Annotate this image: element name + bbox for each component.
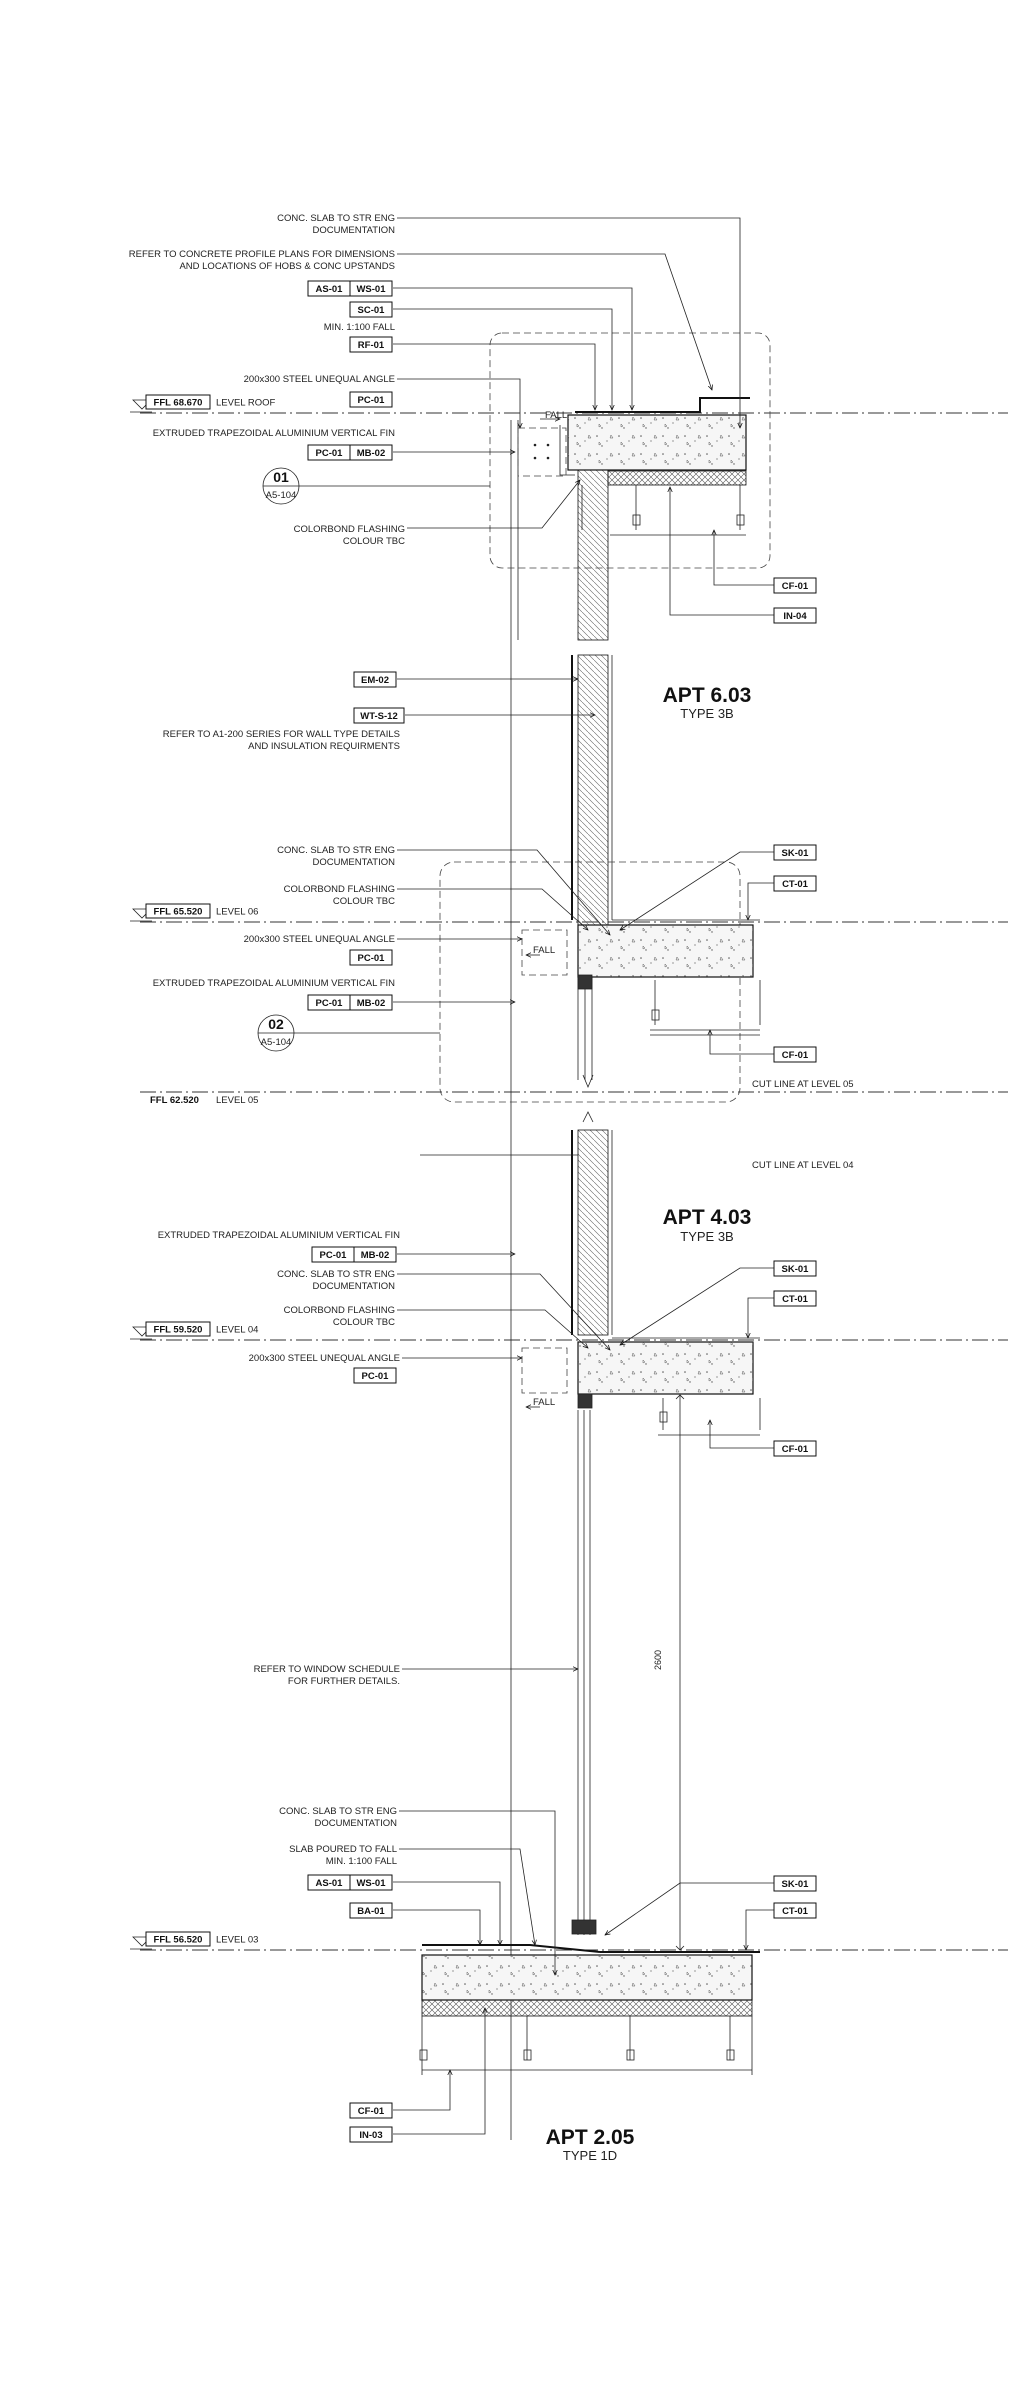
note-colorbond-04: COLORBOND FLASHING	[284, 1305, 395, 1316]
level-04-ffl: FFL 59.520	[154, 1325, 203, 1336]
apt-603-title: APT 6.03	[663, 684, 752, 707]
cut-line-05: CUT LINE AT LEVEL 05	[752, 1079, 854, 1090]
level-04-annotations: CUT LINE AT LEVEL 04 APT 4.03 TYPE 3B EX…	[158, 1154, 854, 1951]
tag-mb02-06: MB-02	[357, 998, 386, 1009]
roof-annotations: CONC. SLAB TO STR ENG DOCUMENTATION REFE…	[129, 213, 817, 624]
tag-ba01: BA-01	[357, 1906, 385, 1917]
note-steel-angle-06: 200x300 STEEL UNEQUAL ANGLE	[244, 934, 395, 945]
note-colorbond-04-2: COLOUR TBC	[333, 1317, 395, 1328]
dim-2600: 2600	[653, 1650, 663, 1670]
facade-geometry	[510, 420, 613, 2140]
tag-ct01-04: CT-01	[782, 1294, 809, 1305]
fall-label-04: FALL	[533, 1397, 555, 1408]
tag-ct01-06: CT-01	[782, 879, 809, 890]
level-06-marker: FFL 65.520 LEVEL 06	[130, 903, 258, 922]
level-04-name: LEVEL 04	[216, 1325, 258, 1336]
cut-line-04: CUT LINE AT LEVEL 04	[752, 1160, 854, 1171]
note-conc-slab-2: DOCUMENTATION	[312, 225, 395, 236]
note-refer-window: REFER TO WINDOW SCHEDULE	[254, 1664, 400, 1675]
tag-as01: AS-01	[316, 284, 344, 295]
tag-as01-03: AS-01	[316, 1878, 344, 1889]
note-colorbond-06: COLORBOND FLASHING	[284, 884, 395, 895]
tag-ws01-03: WS-01	[356, 1878, 386, 1889]
tag-pc01-fin-04: PC-01	[320, 1250, 348, 1261]
tag-em02: EM-02	[361, 675, 389, 686]
note-conc-slab-03: CONC. SLAB TO STR ENG	[279, 1806, 397, 1817]
tag-wts12: WT-S-12	[360, 711, 397, 722]
fall-label-roof: FALL	[545, 410, 567, 421]
tag-pc01-06: PC-01	[358, 953, 386, 964]
note-extruded-fin-06: EXTRUDED TRAPEZOIDAL ALUMINIUM VERTICAL …	[153, 978, 395, 989]
note-refer-profile-2: AND LOCATIONS OF HOBS & CONC UPSTANDS	[179, 261, 395, 272]
level-05-ffl: FFL 62.520	[150, 1095, 199, 1106]
tag-in04: IN-04	[783, 611, 807, 622]
note-extruded-fin-04: EXTRUDED TRAPEZOIDAL ALUMINIUM VERTICAL …	[158, 1230, 400, 1241]
level-03-marker: FFL 56.520 LEVEL 03	[130, 1931, 258, 1950]
level-05-marker: FFL 62.520 LEVEL 05	[150, 1095, 258, 1106]
level-lines	[140, 412, 1008, 1951]
level-03-ffl: FFL 56.520	[154, 1935, 203, 1946]
tag-sk01-06: SK-01	[782, 848, 810, 859]
note-steel-angle-04: 200x300 STEEL UNEQUAL ANGLE	[249, 1353, 400, 1364]
tag-sk01-03: SK-01	[782, 1879, 810, 1890]
tag-cf01-06: CF-01	[782, 1050, 809, 1061]
fall-label-06: FALL	[533, 945, 555, 956]
level-06-name: LEVEL 06	[216, 907, 258, 918]
callout-01-sheet: A5-104	[266, 490, 297, 501]
tag-cf01-03: CF-01	[358, 2106, 385, 2117]
note-colorbond: COLORBOND FLASHING	[294, 524, 405, 535]
apt-403-type: TYPE 3B	[680, 1229, 733, 1244]
note-refer-window-2: FOR FURTHER DETAILS.	[288, 1676, 400, 1687]
tag-ws01: WS-01	[356, 284, 386, 295]
tag-pc01-fin-06: PC-01	[316, 998, 344, 1009]
level-03-name: LEVEL 03	[216, 1935, 258, 1946]
note-refer-profile: REFER TO CONCRETE PROFILE PLANS FOR DIME…	[129, 249, 395, 260]
callout-02-number: 02	[268, 1016, 284, 1032]
note-conc-slab: CONC. SLAB TO STR ENG	[277, 213, 395, 224]
tag-rf01: RF-01	[358, 340, 385, 351]
note-extruded-fin: EXTRUDED TRAPEZOIDAL ALUMINIUM VERTICAL …	[153, 428, 395, 439]
callout-01-number: 01	[273, 469, 289, 485]
apt-603-type: TYPE 3B	[680, 706, 733, 721]
note-min-fall-03: MIN. 1:100 FALL	[326, 1856, 397, 1867]
note-conc-slab-06-2: DOCUMENTATION	[312, 857, 395, 868]
tag-in03: IN-03	[359, 2130, 382, 2141]
roof-detail: FALL	[489, 332, 771, 569]
tag-pc01-04: PC-01	[362, 1371, 390, 1382]
level-04-marker: FFL 59.520 LEVEL 04	[130, 1321, 258, 1340]
level-roof-name: LEVEL ROOF	[216, 398, 276, 409]
tag-mb02-04: MB-02	[361, 1250, 390, 1261]
apt-403-title: APT 4.03	[663, 1206, 752, 1229]
level-roof-marker: FFL 68.670 LEVEL ROOF	[130, 394, 276, 413]
note-refer-wall: REFER TO A1-200 SERIES FOR WALL TYPE DET…	[163, 729, 400, 740]
note-refer-wall-2: AND INSULATION REQUIRMENTS	[248, 741, 400, 752]
level-06-ffl: FFL 65.520	[154, 907, 203, 918]
tag-mb02: MB-02	[357, 448, 386, 459]
note-conc-slab-03-2: DOCUMENTATION	[314, 1818, 397, 1829]
callout-02-sheet: A5-104	[261, 1037, 292, 1048]
level-05-name: LEVEL 05	[216, 1095, 258, 1106]
tag-cf01-04: CF-01	[782, 1444, 809, 1455]
tag-cf01-roof: CF-01	[782, 581, 809, 592]
tag-pc01-fin: PC-01	[316, 448, 344, 459]
note-conc-slab-06: CONC. SLAB TO STR ENG	[277, 845, 395, 856]
tag-sc01: SC-01	[358, 305, 386, 316]
apt-205-title: APT 2.05	[546, 2126, 635, 2149]
note-colorbond-2: COLOUR TBC	[343, 536, 405, 547]
note-min-fall: MIN. 1:100 FALL	[324, 322, 395, 333]
note-conc-slab-04: CONC. SLAB TO STR ENG	[277, 1269, 395, 1280]
level-06-annotations: EM-02 WT-S-12 REFER TO A1-200 SERIES FOR…	[153, 671, 854, 1103]
level-roof-ffl: FFL 68.670	[154, 398, 203, 409]
note-colorbond-06-2: COLOUR TBC	[333, 896, 395, 907]
tag-sk01-04: SK-01	[782, 1264, 810, 1275]
note-slab-poured: SLAB POURED TO FALL	[289, 1844, 397, 1855]
apt-205-type: TYPE 1D	[563, 2148, 617, 2163]
note-steel-angle: 200x300 STEEL UNEQUAL ANGLE	[244, 374, 395, 385]
tag-ct01-03: CT-01	[782, 1906, 809, 1917]
note-conc-slab-04-2: DOCUMENTATION	[312, 1281, 395, 1292]
level-03-detail: CONC. SLAB TO STR ENG DOCUMENTATION SLAB…	[279, 1806, 817, 2163]
tag-pc01-roof: PC-01	[358, 395, 386, 406]
